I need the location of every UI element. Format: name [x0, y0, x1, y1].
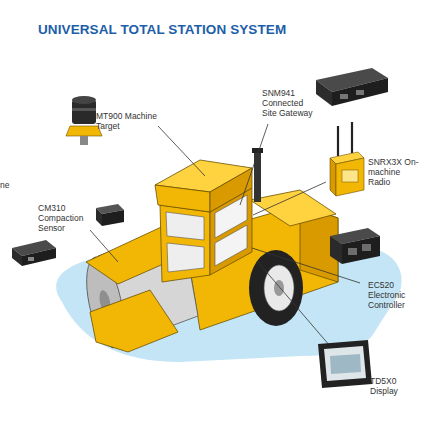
callout-label: EC520 Electronic Controller — [368, 280, 424, 310]
radio-icon — [351, 122, 353, 153]
exhaust-stack — [252, 148, 263, 153]
callout-label: ne — [0, 180, 20, 190]
left-device-icon — [28, 257, 34, 261]
cabin — [155, 160, 252, 282]
diagram-title: UNIVERSAL TOTAL STATION SYSTEM — [38, 22, 286, 37]
drum-frame — [90, 290, 178, 352]
cabin — [215, 225, 247, 266]
radio-icon — [337, 126, 339, 156]
compaction-sensor-icon — [96, 208, 102, 226]
cabin — [166, 212, 204, 240]
compaction-sensor-icon — [96, 204, 124, 226]
callout-label: SNM941 Connected Site Gateway — [262, 88, 318, 118]
callout-label: MT900 Machine Target — [96, 111, 162, 131]
controller-icon — [342, 236, 380, 264]
site-gateway-icon — [316, 68, 388, 106]
rear-wheel — [264, 265, 294, 311]
machine-target-icon — [80, 136, 88, 145]
left-device-icon — [12, 248, 22, 266]
radio-icon — [330, 122, 364, 196]
exhaust-stack — [252, 148, 263, 202]
display-icon — [324, 346, 366, 381]
cabin — [155, 185, 210, 212]
leader-line — [253, 182, 326, 215]
site-gateway-icon — [316, 80, 332, 106]
display-icon — [318, 340, 372, 388]
rear-wheel — [249, 250, 303, 326]
leader-line — [258, 262, 330, 346]
left-device-icon — [12, 240, 56, 266]
rear-wheel — [249, 250, 303, 326]
controller-icon — [362, 244, 371, 251]
controller-icon — [348, 248, 357, 255]
machine-chassis — [250, 190, 336, 226]
leader-line — [90, 230, 118, 262]
radio-icon — [330, 158, 336, 196]
site-gateway-icon — [332, 78, 388, 106]
controller-icon — [330, 236, 342, 264]
cabin — [160, 205, 210, 282]
leader-line — [240, 124, 268, 205]
display-icon — [330, 354, 361, 374]
radio-icon — [336, 158, 364, 196]
display-icon — [318, 340, 372, 388]
radio-icon — [342, 170, 358, 182]
cabin — [210, 168, 252, 212]
callout-label: CM310 Compaction Sensor — [38, 203, 92, 233]
cabin — [167, 243, 204, 272]
callout-label: TD5X0 Display — [370, 376, 420, 396]
controller-icon — [330, 228, 380, 264]
site-gateway-icon — [356, 90, 364, 95]
leader-line — [158, 126, 205, 176]
site-gateway-icon — [340, 94, 348, 99]
compaction-sensor-icon — [102, 210, 124, 226]
leader-line — [90, 124, 360, 346]
left-device-icon — [22, 248, 56, 266]
callout-label: SNRX3X On-machine Radio — [368, 157, 422, 187]
machine-target-icon — [72, 96, 96, 104]
machine-target-icon — [72, 108, 96, 111]
exhaust-stack — [254, 150, 261, 202]
